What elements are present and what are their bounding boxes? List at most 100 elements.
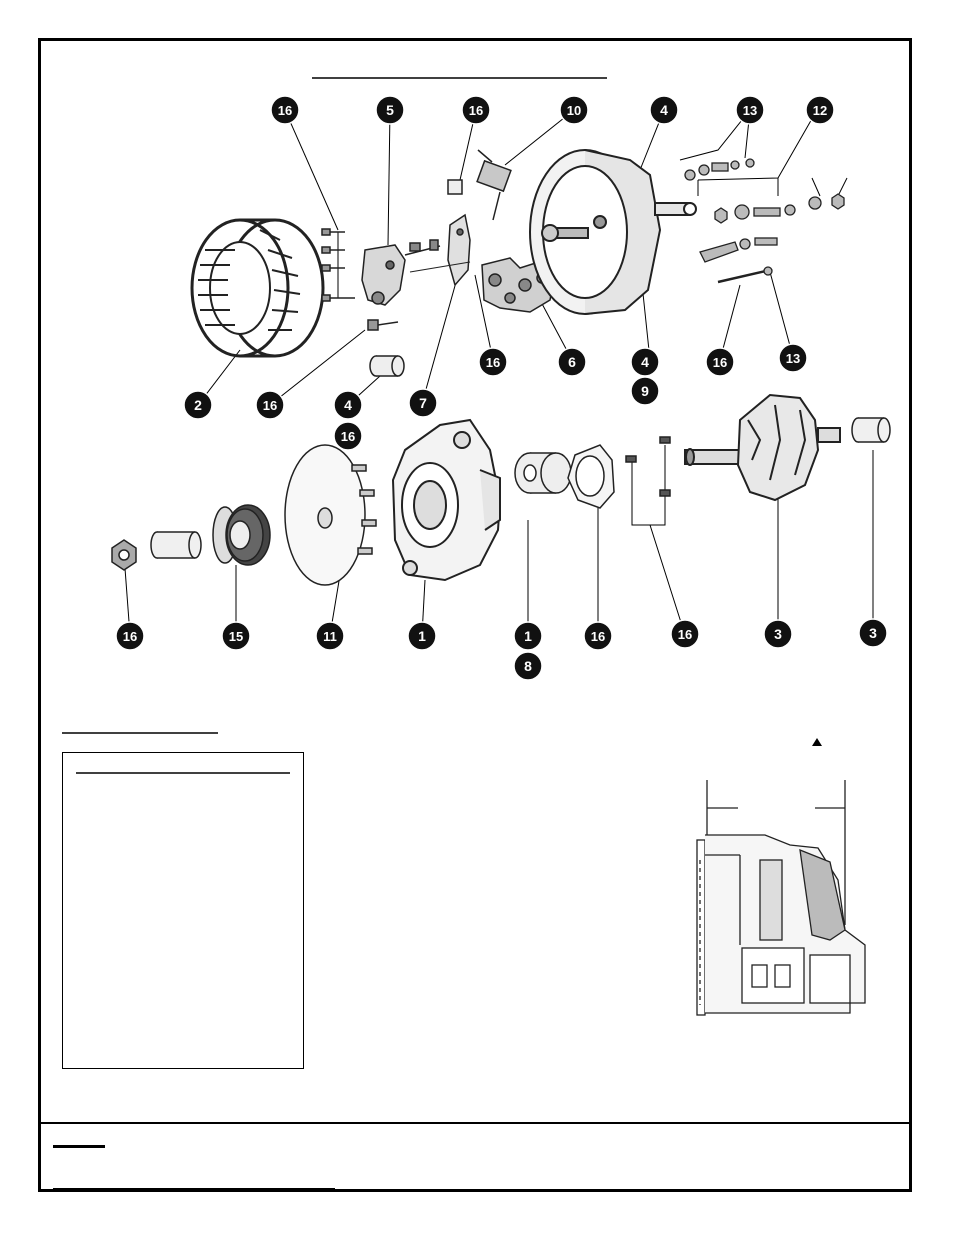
callout-circle xyxy=(221,621,251,651)
callout-label: 13 xyxy=(786,351,800,366)
sre-bearing-part xyxy=(851,417,891,443)
callout-16: 16 xyxy=(705,347,735,377)
callout-label: 4 xyxy=(641,354,649,370)
regulator-part xyxy=(361,239,441,306)
callout-16: 16 xyxy=(333,421,363,451)
callout-4: 4 xyxy=(649,95,679,125)
brush-holder-part xyxy=(409,213,471,287)
callout-label: 16 xyxy=(678,627,692,642)
page-frame xyxy=(38,38,912,1192)
callout-label: 16 xyxy=(469,103,483,118)
callout-label: 13 xyxy=(743,103,757,118)
callout-circle xyxy=(183,390,213,420)
callout-11: 11 xyxy=(315,621,345,651)
retainer-screws-part xyxy=(625,436,671,497)
callout-circle xyxy=(255,390,285,420)
callout-13: 13 xyxy=(778,343,808,373)
callout-circle xyxy=(805,95,835,125)
legend-box xyxy=(62,752,304,1069)
callout-circle xyxy=(649,95,679,125)
callout-label: 9 xyxy=(641,383,649,399)
callout-label: 10 xyxy=(567,103,581,118)
callout-16: 16 xyxy=(583,621,613,651)
callout-16: 16 xyxy=(670,619,700,649)
callout-circle xyxy=(407,621,437,651)
fan-part xyxy=(284,444,377,586)
callout-3: 3 xyxy=(763,619,793,649)
callout-circle xyxy=(115,621,145,651)
callout-label: 16 xyxy=(591,629,605,644)
callout-15: 15 xyxy=(221,621,251,651)
callout-1: 1 xyxy=(513,621,543,651)
callout-16: 16 xyxy=(115,621,145,651)
callout-label: 4 xyxy=(660,102,668,118)
sre-housing-part xyxy=(529,149,697,315)
footer-divider xyxy=(38,1122,912,1124)
callout-3: 3 xyxy=(858,618,888,648)
callout-9: 9 xyxy=(630,376,660,406)
callout-4: 4 xyxy=(630,347,660,377)
callout-circle xyxy=(513,621,543,651)
de-housing-part xyxy=(391,418,502,582)
notice-rule xyxy=(53,1145,105,1148)
callout-circle xyxy=(333,390,363,420)
rotor-part xyxy=(684,393,841,502)
callout-2: 2 xyxy=(183,390,213,420)
callout-label: 6 xyxy=(568,354,576,370)
callout-label: 5 xyxy=(386,102,394,118)
callout-circle xyxy=(735,95,765,125)
terminal-hardware-part xyxy=(684,158,845,284)
screw-set-part xyxy=(321,228,399,331)
pulley-part xyxy=(212,504,271,566)
callout-circle xyxy=(461,95,491,125)
callout-4: 4 xyxy=(333,390,363,420)
callout-label: 7 xyxy=(419,395,427,411)
stator-part xyxy=(190,218,325,358)
arrow-up-icon xyxy=(812,738,822,746)
callout-8: 8 xyxy=(513,651,543,681)
callout-16: 16 xyxy=(478,347,508,377)
callout-label: 3 xyxy=(774,626,782,642)
callout-label: 11 xyxy=(323,629,337,644)
pulley-nut-part xyxy=(111,539,137,571)
callout-circle xyxy=(763,619,793,649)
callout-16: 16 xyxy=(270,95,300,125)
callout-circle xyxy=(333,421,363,451)
callout-label: 1 xyxy=(524,628,532,644)
callout-1: 1 xyxy=(407,621,437,651)
callout-13: 13 xyxy=(735,95,765,125)
callout-6: 6 xyxy=(557,347,587,377)
bearing-part xyxy=(514,452,572,494)
callout-5: 5 xyxy=(375,95,405,125)
callout-circle xyxy=(670,619,700,649)
callout-circle xyxy=(270,95,300,125)
leader-lines xyxy=(123,109,874,636)
callout-circle xyxy=(630,376,660,406)
callout-10: 10 xyxy=(559,95,589,125)
footer-rule xyxy=(53,1188,335,1189)
cross-section-view xyxy=(696,738,866,1016)
callout-label: 15 xyxy=(229,629,243,644)
callout-label: 16 xyxy=(123,629,137,644)
callout-label: 3 xyxy=(869,625,877,641)
callout-label: 2 xyxy=(194,397,202,413)
callout-circle xyxy=(513,651,543,681)
callout-circle xyxy=(375,95,405,125)
callout-circle xyxy=(557,347,587,377)
callout-label: 1 xyxy=(418,628,426,644)
callout-circle xyxy=(559,95,589,125)
callout-circle xyxy=(705,347,735,377)
callout-label: 16 xyxy=(341,429,355,444)
callout-label: 16 xyxy=(486,355,500,370)
callout-label: 16 xyxy=(713,355,727,370)
callout-label: 16 xyxy=(263,398,277,413)
terminal-part xyxy=(447,149,512,221)
callout-circle xyxy=(478,347,508,377)
callout-12: 12 xyxy=(805,95,835,125)
callout-label: 12 xyxy=(813,103,827,118)
bearing-retainer-part xyxy=(567,444,615,509)
callout-label: 4 xyxy=(344,397,352,413)
callout-circle xyxy=(408,388,438,418)
